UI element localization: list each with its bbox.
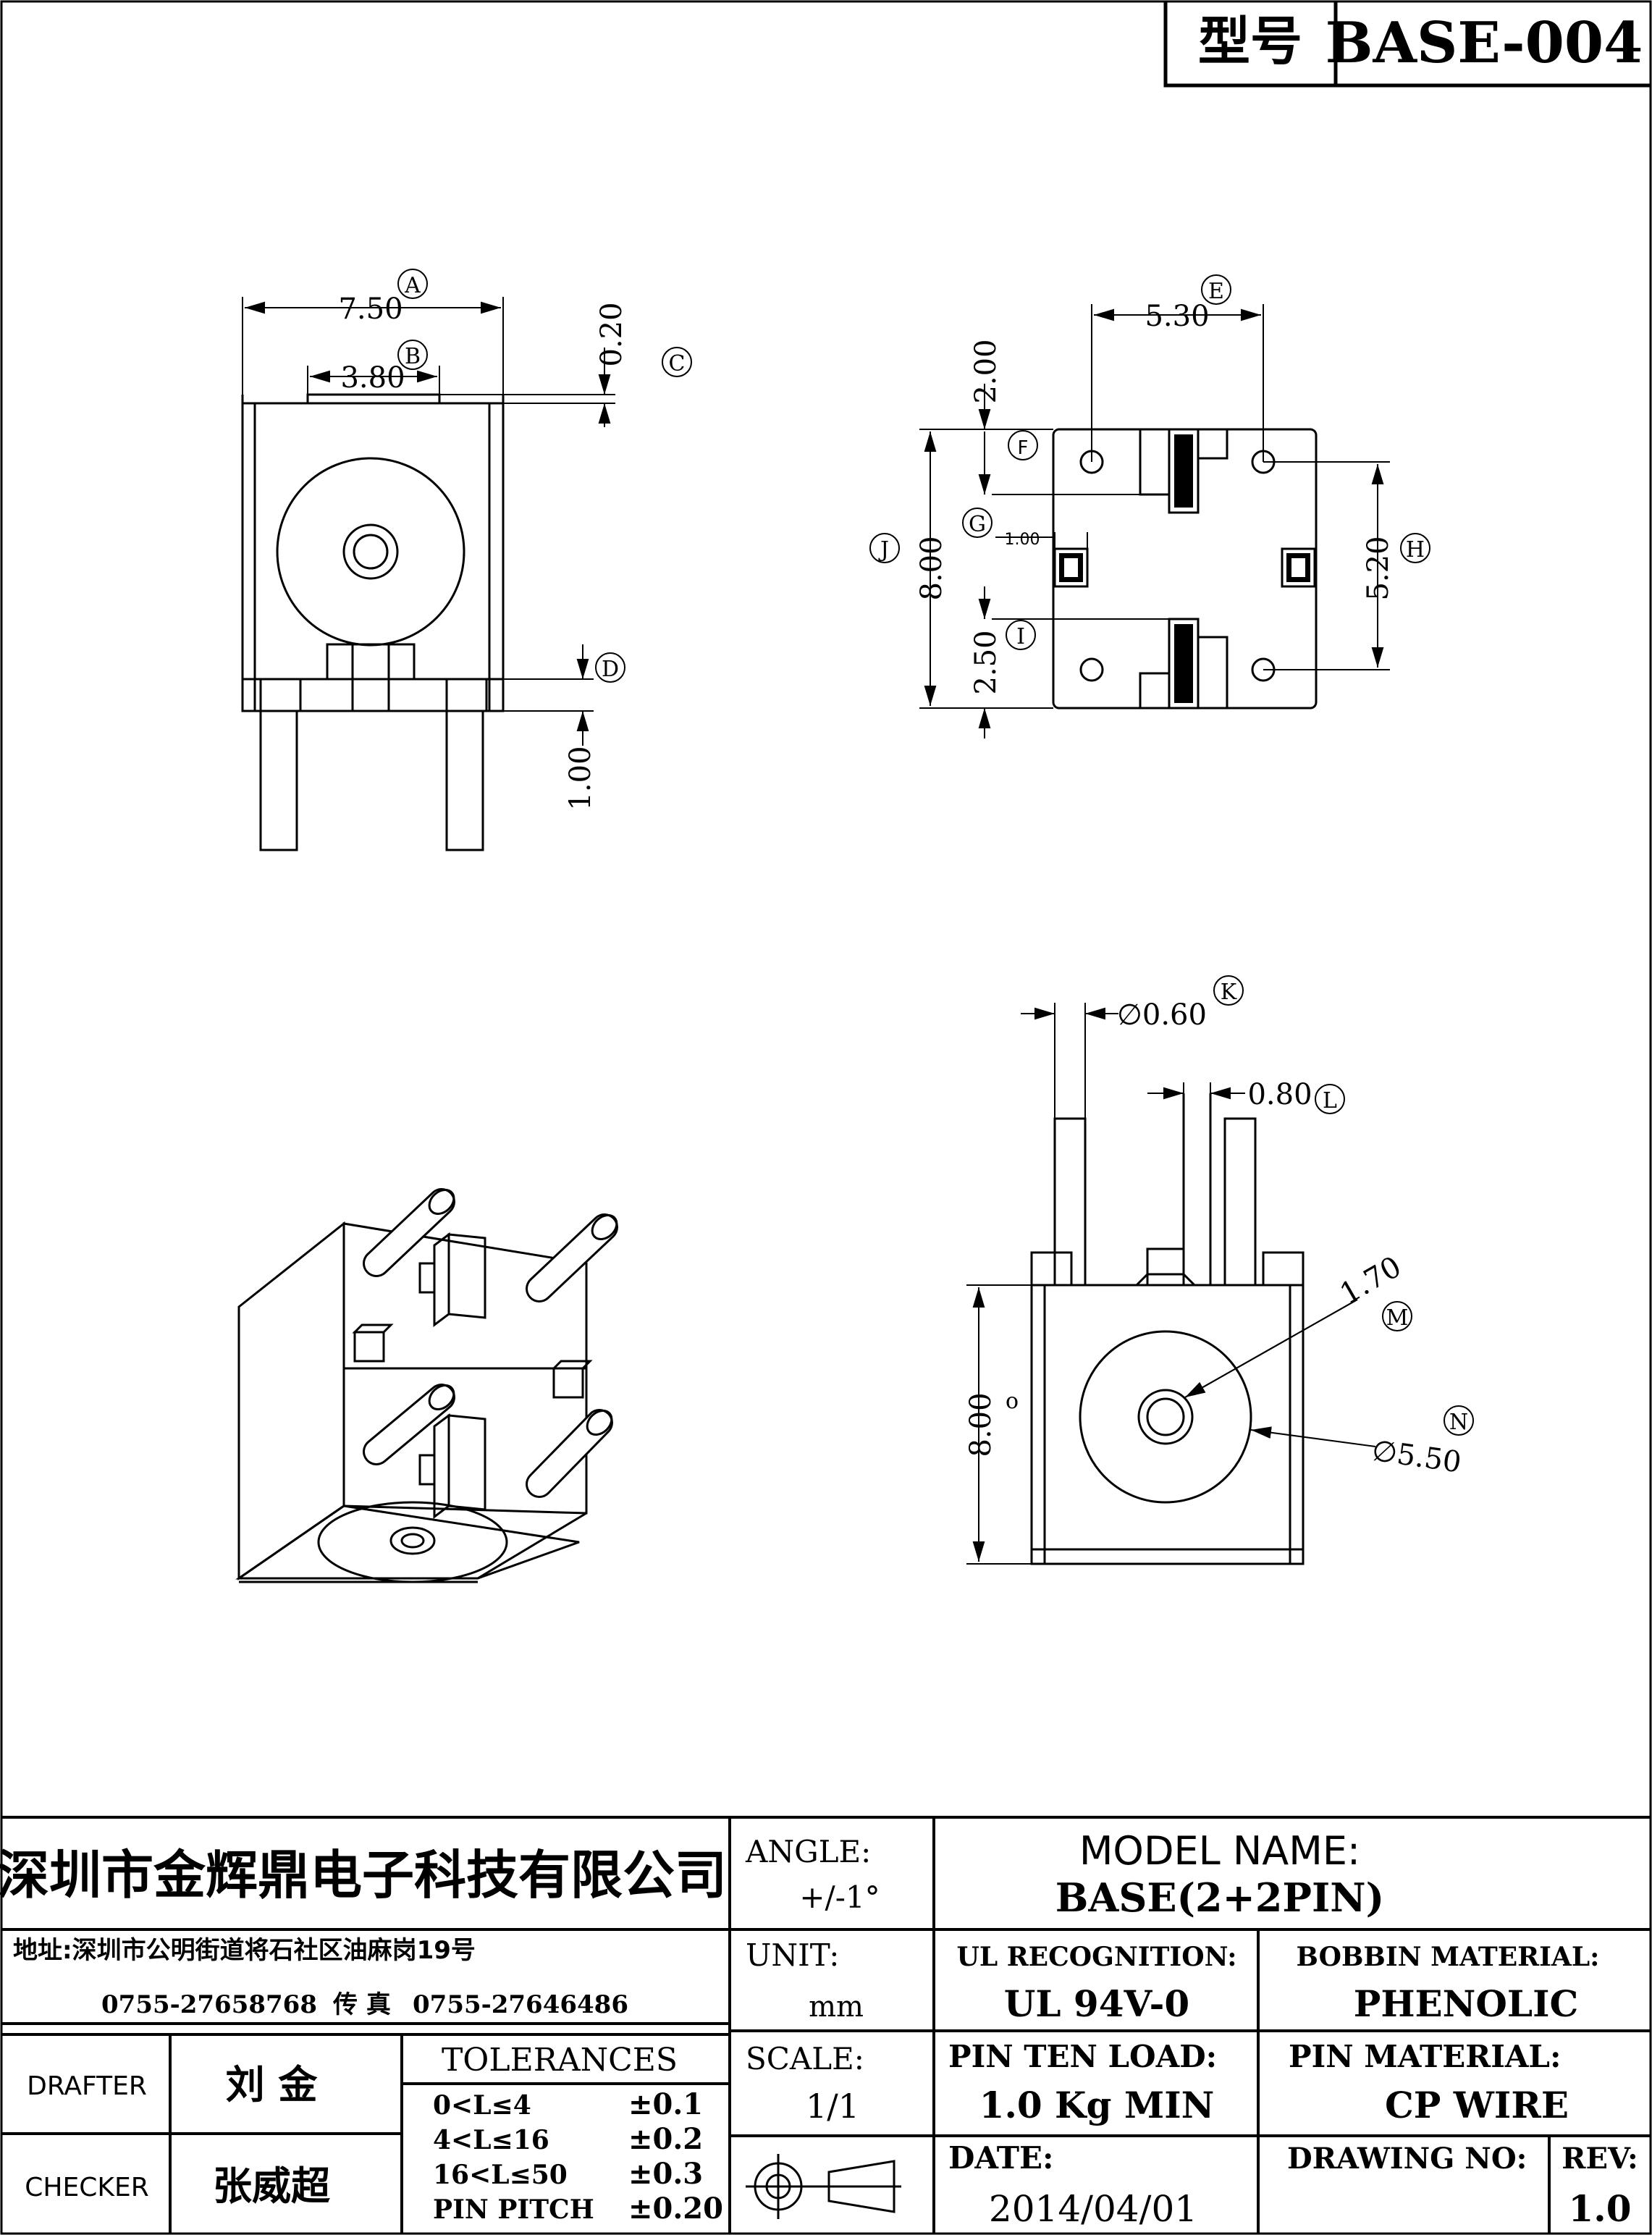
bobbin-label: BOBBIN MATERIAL: — [1297, 1942, 1600, 1972]
dim-l-value: 0.80 — [1247, 1078, 1312, 1111]
dim-e-letter: E — [1208, 279, 1224, 304]
model-name-value: BASE(2+2PIN) — [1055, 1874, 1384, 1921]
checker-label: CHECKER — [25, 2173, 148, 2202]
side-view-dimensions: ∅0.60 K 0.80 L 8.00 o 1.70 M ∅5.50 N — [964, 975, 1474, 1565]
dim-n-letter: N — [1449, 1410, 1468, 1435]
pin-material-label: PIN MATERIAL: — [1289, 2039, 1561, 2074]
isometric-view — [235, 1188, 618, 1583]
fax-label: 传 真 — [332, 1990, 391, 2019]
dim-f-letter: F — [1018, 437, 1029, 459]
dim-a-value: 7.50 — [338, 292, 403, 326]
scale-value: 1/1 — [806, 2087, 859, 2126]
dim-k-letter: K — [1221, 980, 1237, 1005]
company-address: 地址:深圳市公明街道将石社区油麻岗19号 — [13, 1936, 476, 1965]
company-fax: 0755-27646486 — [413, 1990, 628, 2019]
tolerance-value: ±0.1 — [628, 2087, 703, 2121]
pin-material-value: CP WIRE — [1385, 2084, 1569, 2126]
dim-g-letter: G — [969, 512, 986, 537]
model-label: 型号 — [1198, 11, 1302, 72]
dim-o-value: 8.00 — [964, 1392, 998, 1457]
drafter-label: DRAFTER — [27, 2071, 147, 2101]
company-phone: 0755-27658768 — [101, 1990, 317, 2019]
tolerance-value: ±0.20 — [628, 2192, 723, 2226]
dim-c-letter: C — [669, 351, 686, 376]
dim-m-letter: M — [1386, 1305, 1409, 1331]
dim-j-value: 8.00 — [915, 536, 948, 600]
dim-h-value: 5.20 — [1362, 536, 1395, 600]
projection-symbol-icon — [746, 2154, 901, 2219]
company-name: 深圳市金辉鼎电子科技有限公司 — [0, 1845, 727, 1906]
tolerances-label: TOLERANCES — [442, 2042, 678, 2079]
unit-value: mm — [809, 1990, 864, 2024]
pin-load-label: PIN TEN LOAD: — [948, 2039, 1217, 2074]
tolerance-range: 4<L≤16 — [433, 2125, 549, 2155]
tolerance-value: ±0.2 — [628, 2122, 703, 2156]
checker-name: 张威超 — [213, 2163, 331, 2209]
dim-d-value: 1.00 — [564, 746, 597, 810]
angle-value: +/-1° — [799, 1880, 880, 1915]
model-header: 型号 BASE-004 — [1163, 1, 1651, 88]
date-value: 2014/04/01 — [989, 2188, 1197, 2230]
drawing-no-label: DRAWING NO: — [1287, 2142, 1527, 2176]
title-block: 深圳市金辉鼎电子科技有限公司 地址:深圳市公明街道将石社区油麻岗19号 0755… — [0, 1816, 1651, 2234]
dim-a-letter: A — [404, 273, 421, 298]
front-view-dimensions: 7.50 A 3.80 B 0.20 C D 1.00 — [242, 269, 692, 811]
dim-g-value: 1.00 — [1005, 531, 1040, 549]
dim-b-letter: B — [405, 344, 421, 369]
date-label: DATE: — [948, 2140, 1053, 2176]
bottom-view-dimensions: 5.30 E 8.00 J 2.00 F G 1.00 2.50 I — [869, 274, 1430, 738]
ul-value: UL 94V-0 — [1004, 1982, 1189, 2025]
tolerance-range: 0<L≤4 — [433, 2090, 531, 2121]
dim-l-letter: L — [1323, 1088, 1337, 1114]
dim-h-letter: H — [1406, 537, 1425, 563]
tolerance-range: PIN PITCH — [433, 2194, 594, 2225]
dim-f-value: 2.00 — [969, 339, 1003, 403]
bobbin-value: PHENOLIC — [1354, 1982, 1579, 2025]
unit-label: UNIT: — [746, 1937, 839, 1973]
dim-i-letter: I — [1016, 624, 1025, 649]
pin-load-value: 1.0 Kg MIN — [979, 2084, 1215, 2126]
scale-label: SCALE: — [746, 2041, 864, 2076]
bottom-view — [1052, 428, 1318, 710]
dim-d-letter: D — [602, 657, 619, 682]
dim-j-letter: J — [878, 537, 889, 563]
model-name-label: MODEL NAME: — [1079, 1828, 1360, 1874]
rev-label: REV: — [1562, 2142, 1638, 2176]
dim-k-value: ∅0.60 — [1117, 998, 1207, 1032]
front-view — [241, 393, 505, 851]
dim-c-value: 0.20 — [595, 302, 628, 366]
dim-b-value: 3.80 — [340, 361, 405, 395]
drafter-name: 刘 金 — [226, 2062, 319, 2108]
rev-value: 1.0 — [1569, 2187, 1632, 2230]
angle-label: ANGLE: — [745, 1834, 871, 1869]
tolerances-table: 0<L≤4 ±0.1 4<L≤16 ±0.2 16<L≤50 ±0.3 PIN … — [433, 2087, 723, 2226]
dim-e-value: 5.30 — [1145, 300, 1209, 333]
dim-i-value: 2.50 — [969, 630, 1003, 694]
ul-label: UL RECOGNITION: — [957, 1942, 1237, 1972]
tolerance-value: ±0.3 — [628, 2157, 703, 2191]
tolerance-range: 16<L≤50 — [433, 2160, 568, 2190]
dim-n-value: ∅5.50 — [1370, 1434, 1463, 1480]
side-view — [1030, 1093, 1305, 1565]
dim-o-letter: o — [1006, 1389, 1019, 1414]
model-value: BASE-004 — [1326, 10, 1643, 76]
